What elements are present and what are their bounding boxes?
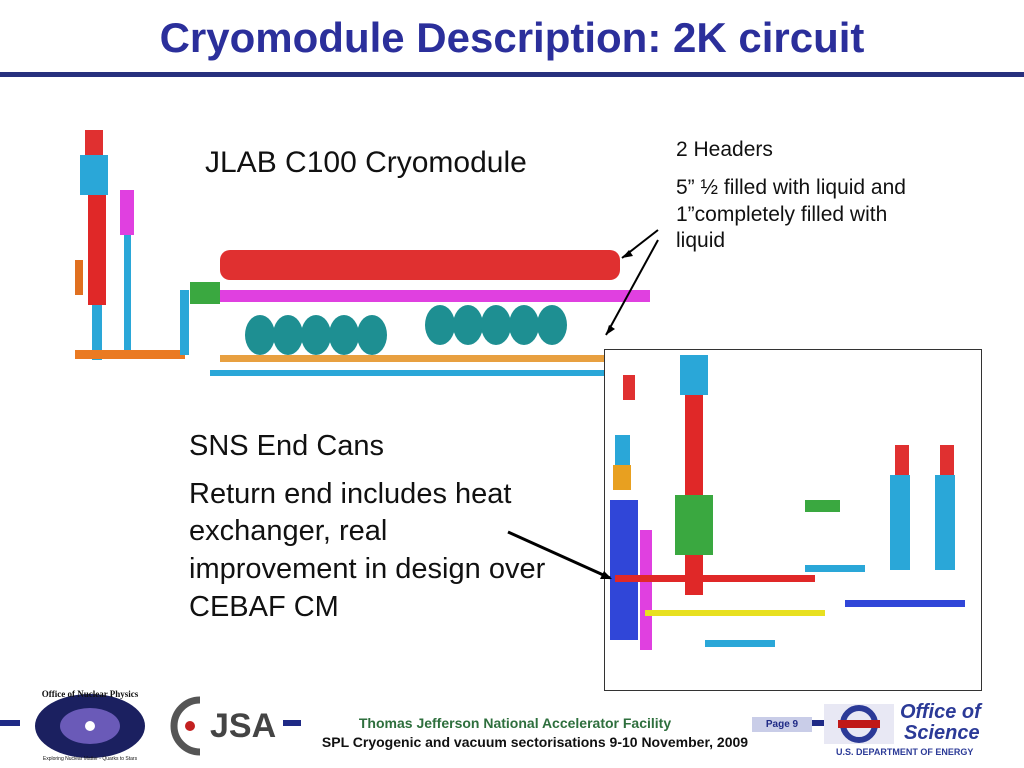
jsa-logo-text: JSA bbox=[210, 707, 276, 745]
headers-count: 2 Headers bbox=[676, 138, 773, 161]
page-number: Page 9 bbox=[752, 717, 812, 732]
meeting-name: SPL Cryogenic and vacuum sectorisations … bbox=[321, 734, 749, 750]
np-logo-tagline: Exploring Nuclear Matter - Quarks to Sta… bbox=[43, 756, 138, 762]
slide-title: Cryomodule Description: 2K circuit bbox=[159, 14, 865, 61]
footer-bar-right bbox=[812, 720, 826, 726]
office-line-3: U.S. DEPARTMENT OF ENERGY bbox=[836, 747, 974, 757]
office-of-science-logo bbox=[824, 704, 894, 744]
headers-annotation: 2 Headers 5” ½ filled with liquid and 1”… bbox=[676, 137, 926, 266]
footer-bar-left bbox=[0, 720, 20, 726]
nuclear-physics-logo: Office of Nuclear Physics Exploring Nucl… bbox=[35, 689, 145, 762]
np-logo-text: Office of Nuclear Physics bbox=[42, 689, 139, 699]
sns-title: SNS End Cans bbox=[189, 430, 385, 462]
sns-detail: Return end includes heat exchanger, real… bbox=[189, 477, 546, 623]
headers-detail: 5” ½ filled with liquid and 1”completely… bbox=[676, 176, 906, 252]
jsa-logo: JSA bbox=[170, 696, 276, 756]
office-line-1: Office of bbox=[900, 701, 981, 723]
office-line-2: Science bbox=[904, 722, 980, 744]
footer-bar bbox=[0, 720, 1024, 726]
lab-name: Thomas Jefferson National Accelerator Fa… bbox=[358, 715, 672, 731]
footer-bar-mid bbox=[283, 720, 301, 726]
cryomodule-label: JLAB C100 Cryomodule bbox=[205, 146, 527, 179]
end-can-drawing bbox=[610, 355, 965, 650]
title-rule bbox=[0, 72, 1024, 77]
cryomodule-diagram bbox=[75, 130, 650, 376]
sns-annotation: SNS End Cans Return end includes heat ex… bbox=[189, 428, 549, 636]
sns-end-can-diagram bbox=[604, 349, 982, 691]
